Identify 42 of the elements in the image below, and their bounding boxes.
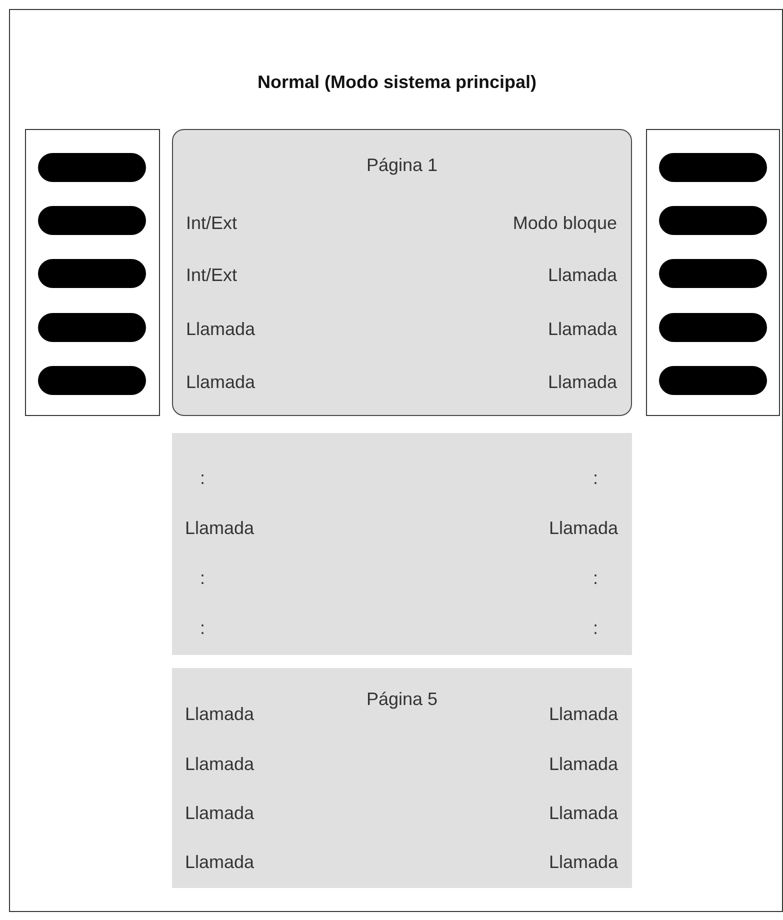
function-key <box>659 259 767 288</box>
key-panel <box>25 129 160 416</box>
diagram-title: Normal (Modo sistema principal) <box>256 71 538 93</box>
function-key <box>659 206 767 235</box>
key-label: Llamada <box>186 371 256 393</box>
key-label: Llamada <box>548 802 618 824</box>
key-label: Llamada <box>548 318 617 340</box>
key-label: Modo bloque <box>512 212 617 234</box>
key-label: Llamada <box>548 851 618 873</box>
page-heading: Página 5 <box>365 688 439 710</box>
continuation-mark: : <box>200 617 206 639</box>
key-label: Llamada <box>548 264 617 286</box>
key-panel <box>646 129 780 416</box>
key-label: Llamada <box>185 753 254 775</box>
key-label: Int/Ext <box>186 264 238 286</box>
key-label: Llamada <box>185 851 254 873</box>
page-heading: Página 1 <box>365 154 439 176</box>
function-key <box>659 366 767 395</box>
function-key <box>38 259 146 288</box>
function-key <box>659 313 767 342</box>
key-label: Llamada <box>185 802 254 824</box>
key-label: Int/Ext <box>186 212 238 234</box>
key-label: Llamada <box>185 703 254 725</box>
key-label: Llamada <box>548 753 618 775</box>
page-panel <box>172 129 632 416</box>
function-key <box>38 153 146 182</box>
function-key <box>38 366 146 395</box>
continuation-mark: : <box>592 617 598 639</box>
key-label: Llamada <box>548 703 618 725</box>
key-label: Llamada <box>548 517 618 539</box>
function-key <box>38 313 146 342</box>
continuation-mark: : <box>592 467 598 489</box>
function-key <box>659 153 767 182</box>
function-key <box>38 206 146 235</box>
page-band <box>172 433 632 655</box>
continuation-mark: : <box>200 567 206 589</box>
key-label: Llamada <box>548 371 617 393</box>
key-label: Llamada <box>185 517 254 539</box>
page-band <box>172 668 632 888</box>
key-label: Llamada <box>186 318 256 340</box>
continuation-mark: : <box>200 467 206 489</box>
continuation-mark: : <box>592 567 598 589</box>
